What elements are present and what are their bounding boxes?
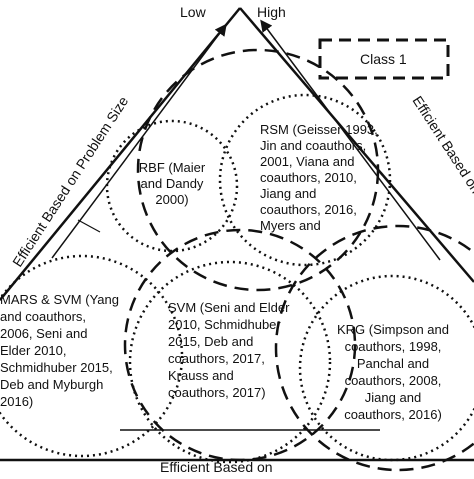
rsm-label-line: RSM (Geisser 1993,	[260, 122, 378, 137]
mars-svm-label-line: 2016)	[0, 394, 33, 409]
right-axis-label: Efficient Based on	[409, 93, 474, 196]
rbf-circle	[105, 119, 239, 253]
krg-label-line: coauthors, 2008,	[345, 373, 442, 388]
class-1-large-circle-top	[136, 48, 380, 292]
left-axis-arrow	[51, 23, 227, 259]
svm-label-line: 2010, Schmidhuber	[168, 317, 281, 332]
rsm-label-line: Jiang and	[260, 186, 316, 201]
krg-circle	[298, 274, 474, 462]
mars-svm-label-line: Elder 2010,	[0, 343, 67, 358]
outer-triangle-left-side	[0, 7, 241, 301]
class-1-legend-box	[318, 38, 450, 80]
rbf-label-line: RBF (Maier	[139, 160, 206, 175]
mars-svm-label-line: Deb and Myburgh	[0, 377, 103, 392]
rsm-circle	[218, 93, 392, 267]
left-axis-label: Efficient Based on Problem Size	[9, 93, 131, 269]
scale-high-label: High	[257, 4, 286, 20]
rsm-label-line: Myers and	[260, 218, 321, 233]
svm-label: SVM (Seni and Elder 2010, Schmidhuber 2015…	[168, 300, 290, 400]
mars-svm-label-line: Schmidhuber 2015,	[0, 360, 113, 375]
rsm-label-line: coauthors, 2016,	[260, 202, 357, 217]
mars-svm-circle	[0, 254, 184, 458]
svm-label-line: coauthors, 2017)	[168, 385, 266, 400]
svm-circle	[128, 260, 332, 464]
rsm-label-line: 2001, Viana and	[260, 154, 354, 169]
krg-label-line: Panchal and	[357, 356, 429, 371]
outer-triangle-right-side	[239, 7, 474, 283]
svm-label-line: Krauss and	[168, 368, 234, 383]
rsm-label-line: coauthors, 2010,	[260, 170, 357, 185]
class-1-legend-label: Class 1	[360, 51, 407, 67]
krg-label-line: coauthors, 1998,	[345, 339, 442, 354]
scale-low-label: Low	[180, 4, 207, 20]
bottom-axis-label: Efficient Based on	[160, 459, 273, 474]
svm-label-line: SVM (Seni and Elder	[168, 300, 290, 315]
svm-label-line: 2015, Deb and	[168, 334, 253, 349]
krg-label: KRG (Simpson and coauthors, 1998, Panchal …	[337, 322, 449, 422]
right-axis-arrow	[260, 19, 441, 261]
krg-label-line: Jiang and	[365, 390, 421, 405]
svm-label-line: coauthors, 2017,	[168, 351, 265, 366]
mars-svm-label-line: and coauthors,	[0, 309, 86, 324]
rbf-label-line: and Dandy	[141, 176, 204, 191]
mars-svm-label-line: 2006, Seni and	[0, 326, 87, 341]
mars-svm-label: MARS & SVM (Yang and coauthors, 2006, Seni…	[0, 292, 119, 409]
class-1-large-circle-bottom	[123, 228, 357, 462]
krg-label-line: coauthors, 2016)	[344, 407, 442, 422]
left-tick	[77, 219, 101, 233]
rbf-label-line: 2000)	[155, 192, 188, 207]
rsm-label: RSM (Geisser 1993,Jin and coauthors,2001…	[260, 122, 378, 233]
mars-svm-label-line: MARS & SVM (Yang	[0, 292, 119, 307]
class-1-large-circle-right	[274, 224, 474, 472]
krg-label-line: KRG (Simpson and	[337, 322, 449, 337]
rsm-label-line: Jin and coauthors,	[260, 138, 366, 153]
